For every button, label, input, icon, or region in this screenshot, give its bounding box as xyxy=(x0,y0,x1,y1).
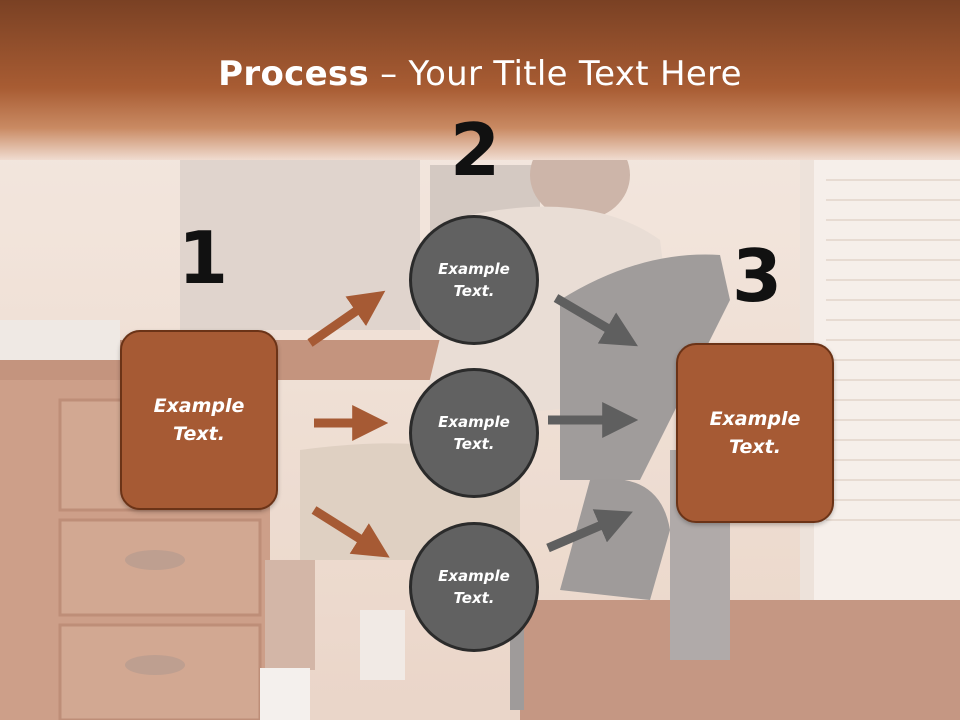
step-number-2: 2 xyxy=(450,108,501,192)
step-circle-3: Example Text. xyxy=(409,522,539,652)
arrow-circle1-to-box3 xyxy=(553,294,638,347)
arrow-circle3-to-box3 xyxy=(546,509,633,553)
arrow-box1-to-circle3 xyxy=(311,506,390,558)
title-bold: Process xyxy=(218,54,370,94)
title-rest: Your Title Text Here xyxy=(408,54,742,94)
title-separator: – xyxy=(369,54,409,94)
step-circle-1-label: Example Text. xyxy=(438,259,510,301)
step-circle-2: Example Text. xyxy=(409,368,539,498)
step-number-3: 3 xyxy=(732,234,783,318)
step-circle-1: Example Text. xyxy=(409,215,539,345)
step-box-1-label: Example Text. xyxy=(153,394,245,446)
step-box-1: Example Text. xyxy=(120,330,278,510)
step-box-3-label: Example Text. xyxy=(709,407,801,459)
step-box-3: Example Text. xyxy=(676,343,834,523)
arrow-box1-to-circle1 xyxy=(307,290,386,347)
slide-title: Process – Your Title Text Here xyxy=(0,54,960,94)
step-number-1: 1 xyxy=(178,216,229,300)
step-circle-3-label: Example Text. xyxy=(438,566,510,608)
step-circle-2-label: Example Text. xyxy=(438,412,510,454)
